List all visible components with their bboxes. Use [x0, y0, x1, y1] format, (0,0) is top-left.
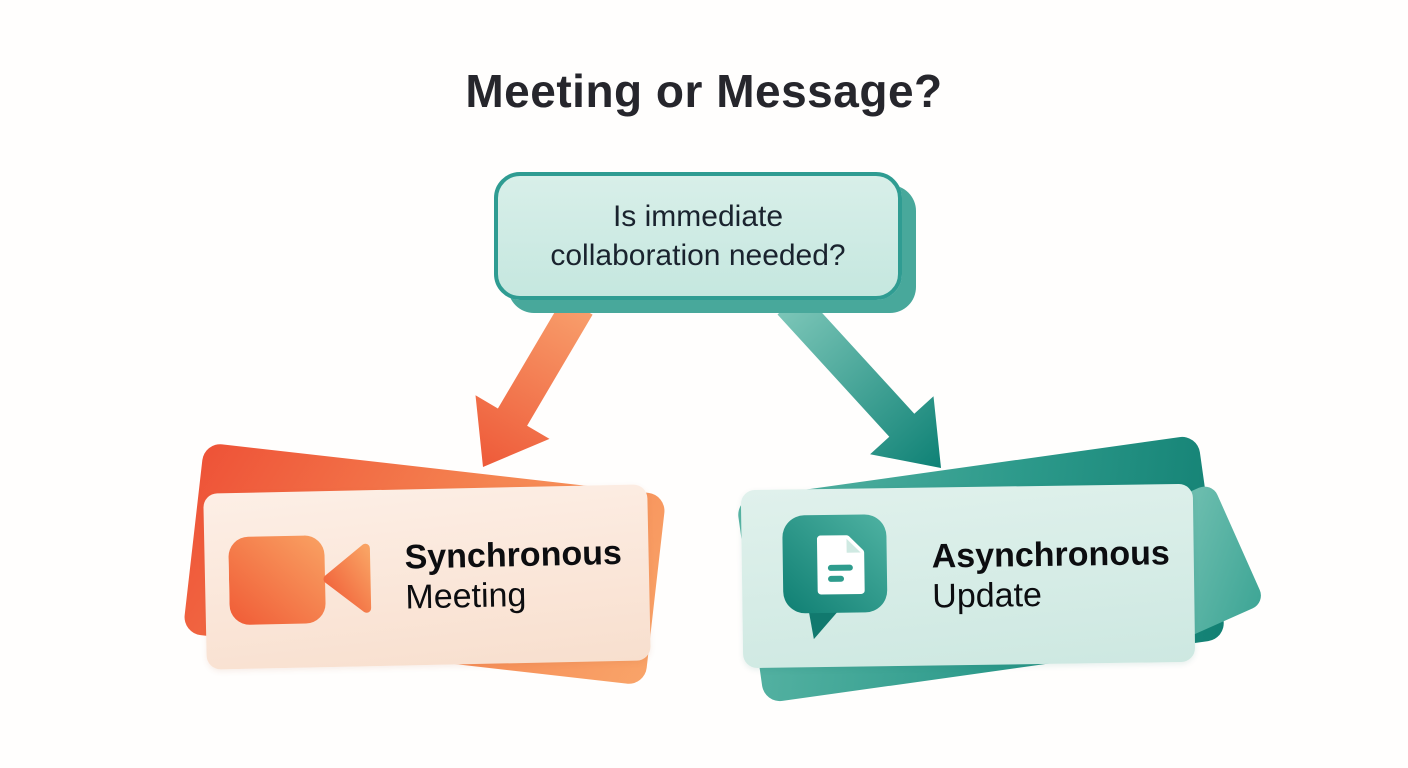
arrow-to-asynchronous	[777, 291, 941, 468]
asynchronous-card-subtitle: Update	[932, 575, 1043, 616]
decision-question-line1: Is immediate	[612, 200, 784, 233]
synchronous-card-subtitle: Meeting	[405, 575, 527, 617]
synchronous-card-title: Synchronous	[404, 533, 623, 577]
synchronous-card-text: Synchronous Meeting	[404, 533, 623, 618]
decision-question-line2: collaboration needed?	[550, 239, 846, 272]
asynchronous-card-title: Asynchronous	[931, 534, 1171, 576]
asynchronous-card-text: Asynchronous Update	[931, 533, 1170, 616]
arrow-to-synchronous	[475, 297, 593, 467]
decision-box: Is immediate collaboration needed?	[494, 172, 902, 300]
video-camera-icon	[228, 535, 372, 625]
synchronous-card: Synchronous Meeting	[203, 484, 651, 670]
chat-document-icon	[782, 514, 888, 640]
document-glyph	[816, 535, 865, 595]
page-title: Meeting or Message?	[465, 65, 943, 117]
asynchronous-card: Asynchronous Update	[740, 483, 1196, 669]
